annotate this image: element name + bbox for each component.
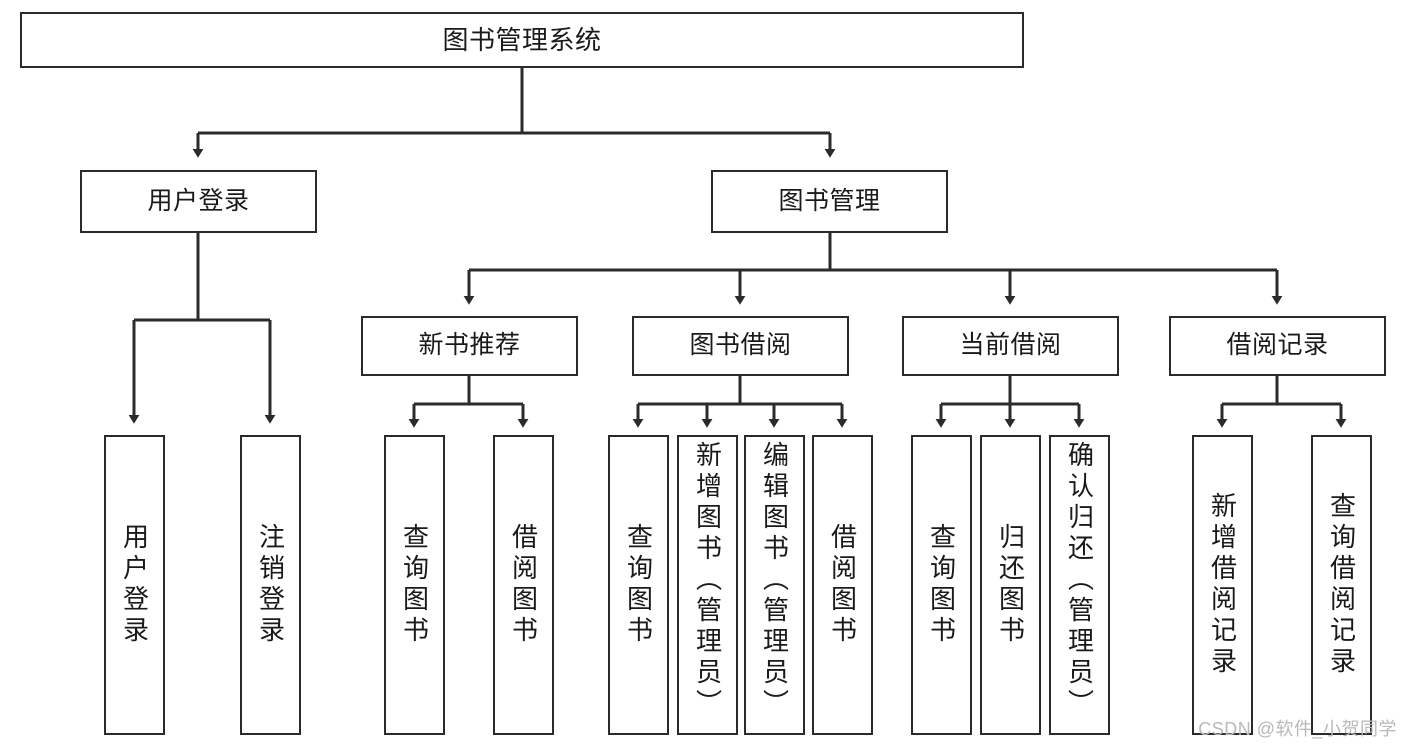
node-leaf-borrow-book-2-label: 借阅图书: [827, 523, 858, 647]
node-leaf-query-record[interactable]: 查询借阅记录: [1311, 435, 1372, 735]
node-leaf-edit-book-label: 编辑图书（管理员）: [759, 441, 790, 720]
node-leaf-add-book-label: 新增图书（管理员）: [692, 441, 723, 720]
node-leaf-borrow-book-2[interactable]: 借阅图书: [812, 435, 873, 735]
node-leaf-add-record[interactable]: 新增借阅记录: [1192, 435, 1253, 735]
node-root-label: 图书管理系统: [442, 24, 602, 55]
node-leaf-query-book-2-label: 查询图书: [623, 523, 654, 647]
node-leaf-confirm-return[interactable]: 确认归还（管理员）: [1049, 435, 1110, 735]
node-leaf-query-record-label: 查询借阅记录: [1326, 492, 1357, 678]
node-leaf-return-book-label: 归还图书: [995, 523, 1026, 647]
node-borrow-record-label: 借阅记录: [1226, 331, 1329, 360]
node-leaf-borrow-book-1-label: 借阅图书: [508, 523, 539, 647]
node-current-borrow[interactable]: 当前借阅: [902, 316, 1119, 376]
node-leaf-borrow-book-1[interactable]: 借阅图书: [493, 435, 554, 735]
node-current-borrow-label: 当前借阅: [959, 331, 1062, 360]
node-book-manage[interactable]: 图书管理: [711, 170, 948, 233]
node-leaf-logout-login-label: 注销登录: [255, 523, 286, 647]
node-leaf-confirm-return-label: 确认归还（管理员）: [1064, 441, 1095, 720]
node-leaf-user-login-label: 用户登录: [119, 523, 150, 647]
node-root[interactable]: 图书管理系统: [20, 12, 1024, 68]
node-leaf-query-book-3-label: 查询图书: [926, 523, 957, 647]
node-book-borrow-label: 图书借阅: [689, 331, 792, 360]
node-borrow-record[interactable]: 借阅记录: [1169, 316, 1386, 376]
node-leaf-logout-login[interactable]: 注销登录: [240, 435, 301, 735]
node-book-borrow[interactable]: 图书借阅: [632, 316, 849, 376]
node-leaf-edit-book[interactable]: 编辑图书（管理员）: [744, 435, 805, 735]
node-leaf-return-book[interactable]: 归还图书: [980, 435, 1041, 735]
node-leaf-user-login[interactable]: 用户登录: [104, 435, 165, 735]
node-user-login-label: 用户登录: [147, 186, 250, 215]
node-new-book-recommend[interactable]: 新书推荐: [361, 316, 578, 376]
node-leaf-add-book[interactable]: 新增图书（管理员）: [677, 435, 738, 735]
node-leaf-query-book-1[interactable]: 查询图书: [384, 435, 445, 735]
node-book-manage-label: 图书管理: [778, 186, 881, 215]
node-leaf-add-record-label: 新增借阅记录: [1207, 492, 1238, 678]
node-leaf-query-book-3[interactable]: 查询图书: [911, 435, 972, 735]
node-user-login[interactable]: 用户登录: [80, 170, 317, 233]
node-new-book-recommend-label: 新书推荐: [418, 331, 521, 360]
node-leaf-query-book-2[interactable]: 查询图书: [608, 435, 669, 735]
node-leaf-query-book-1-label: 查询图书: [399, 523, 430, 647]
